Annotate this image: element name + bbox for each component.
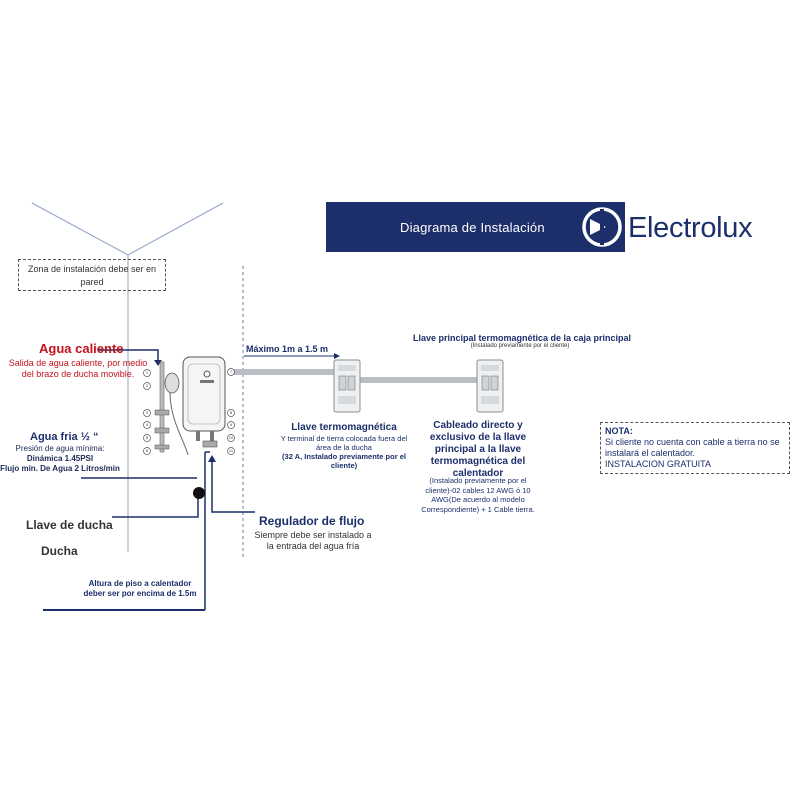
- note-line2: INSTALACION GRATUITA: [605, 459, 712, 469]
- brand-name: Electrolux: [628, 212, 753, 244]
- cold-water-title: Agua fria ½ “: [30, 431, 99, 443]
- callout-number: 7: [229, 369, 233, 374]
- zone-box: Zona de instalación debe ser en pared: [18, 259, 166, 291]
- cold-water-pressure: Presión de agua mínima:: [15, 444, 105, 453]
- max-distance-label: Máximo 1m a 1.5 m: [246, 344, 329, 354]
- callout-number: 9: [229, 422, 233, 427]
- cold-water-flow: Flujo mín. De Agua 2 Litros/min: [0, 464, 120, 473]
- callout-number: 5: [145, 435, 149, 440]
- callout-number: 6: [145, 448, 149, 453]
- cold-water-dynamic: Dinámica 1.45PSI: [26, 454, 94, 463]
- hot-water-title: Agua caliente: [39, 341, 124, 356]
- callout-number: 8: [229, 410, 233, 415]
- breaker-2: [476, 359, 504, 413]
- banner-title: Diagrama de Instalación: [400, 220, 545, 235]
- breaker-description: Y terminal de tierra colocada fuera del …: [280, 434, 408, 452]
- title-banner: Diagrama de Instalación: [326, 202, 625, 252]
- flow-regulator-title: Regulador de flujo: [259, 514, 365, 528]
- shower-valve-label: Llave de ducha: [26, 518, 113, 532]
- callout-number: 11: [228, 448, 234, 453]
- hot-water-description: Salida de agua caliente, por medio del b…: [8, 358, 148, 379]
- cabling-description: (Instalado previamente por el cliente)-0…: [421, 476, 535, 514]
- callout-number: 1: [145, 370, 149, 375]
- height-label: Altura de piso a calentador deber ser po…: [83, 579, 197, 598]
- electrolux-logo-icon: [580, 205, 624, 249]
- breaker-1: [333, 359, 361, 413]
- cold-water-specs: Presión de agua mínima: Dinámica 1.45PSI…: [0, 444, 120, 474]
- breaker-title: Llave termomagnética: [291, 422, 397, 433]
- shower-label: Ducha: [41, 544, 78, 558]
- note-line1: Si cliente no cuenta con cable a tierra …: [605, 437, 780, 458]
- breaker-spec: (32 A, Instalado previamente por el clie…: [282, 452, 406, 470]
- callout-number: 3: [145, 410, 149, 415]
- callout-number: 2: [145, 383, 149, 388]
- brand-logo: Electrolux: [580, 205, 762, 251]
- callout-number: 4: [145, 422, 149, 427]
- callout-number: 10: [228, 435, 234, 440]
- note-box: NOTA: Si cliente no cuenta con cable a t…: [600, 422, 790, 474]
- flow-regulator-description: Siempre debe ser instalado a la entrada …: [254, 530, 372, 551]
- shower-bar: [154, 361, 189, 456]
- cabling-title: Cableado directo y exclusivo de la llave…: [429, 420, 527, 479]
- water-heater: [182, 356, 226, 448]
- main-breaker-subtitle: (Instalado previamente por el cliente): [470, 343, 570, 349]
- note-title: NOTA:: [605, 426, 633, 436]
- main-breaker-title: Llave principal termomagnética de la caj…: [412, 333, 632, 343]
